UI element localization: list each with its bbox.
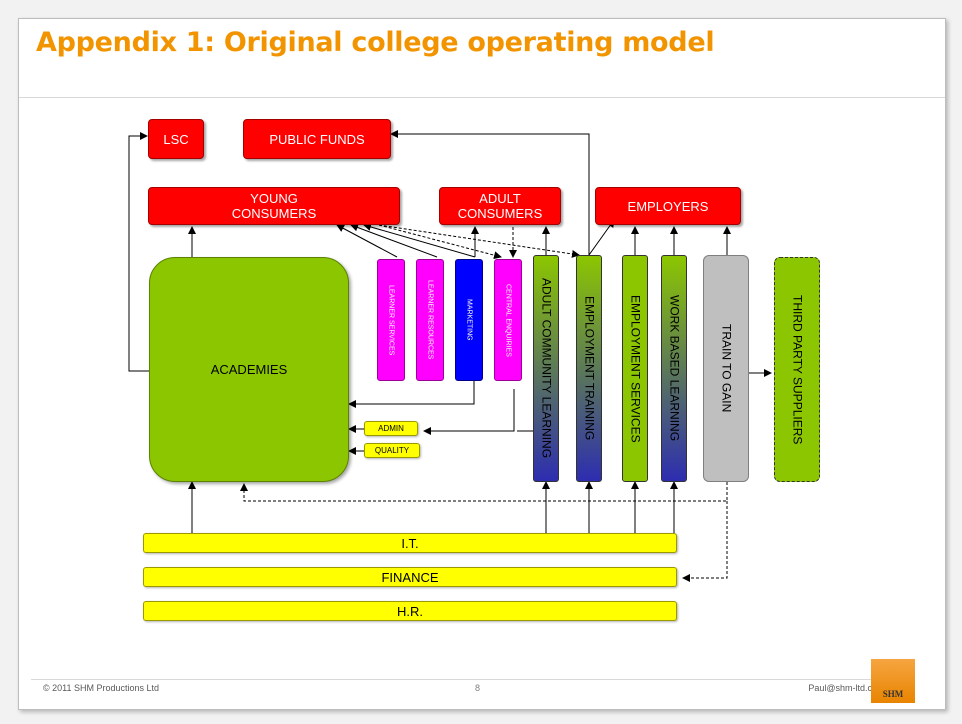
et-to-employers-connector: [588, 219, 615, 256]
marketing-box: MARKETING: [455, 259, 483, 381]
slide-frame: Appendix 1: Original college operating m…: [18, 18, 946, 710]
train-to-gain-label: TRAIN TO GAIN: [719, 324, 734, 413]
ttg-to-academies-dashed-connector: [240, 482, 728, 502]
marketing-to-young-consumers-connector: [363, 223, 476, 258]
academies-to-lsc-connector: [128, 132, 149, 372]
employers-box: EMPLOYERS: [595, 187, 741, 225]
central-enquiries-label: CENTRAL ENQUIRIES: [504, 283, 512, 357]
footer-page-number: 8: [475, 683, 481, 693]
central-enquiries-box: CENTRAL ENQUIRIES: [494, 259, 522, 381]
work-based-learning-label: WORK BASED LEARNING: [667, 295, 682, 442]
footer-copyright: © 2011 SHM Productions Ltd: [43, 683, 160, 693]
learner-services-box: LEARNER SERVICES: [377, 259, 405, 381]
slide-title: Appendix 1: Original college operating m…: [36, 27, 715, 58]
hr-bar: H.R.: [143, 601, 677, 621]
ttg-to-finance-dashed-connector: [682, 501, 728, 582]
adult-community-learning-label: ADULT COMMUNITY LEARNING: [539, 278, 554, 459]
title-divider: [19, 97, 945, 98]
learner-services-label: LEARNER SERVICES: [387, 284, 395, 356]
train-to-gain-box: TRAIN TO GAIN: [703, 255, 749, 482]
academies-box: ACADEMIES: [149, 257, 349, 482]
finance-bar: FINANCE: [143, 567, 677, 587]
young-to-et-dashed-connector: [378, 224, 580, 258]
third-party-suppliers-box: THIRD PARTY SUPPLIERS: [774, 257, 820, 482]
learner-resources-to-young-consumers-connector: [350, 223, 438, 258]
footer-email: Paul@shm-ltd.co.uk: [808, 683, 889, 693]
adult-community-learning-box: ADULT COMMUNITY LEARNING: [533, 255, 559, 482]
enquiries-to-academies-connector: [423, 389, 515, 435]
adult-consumers-box: ADULT CONSUMERS: [439, 187, 561, 225]
marketing-to-academies-connector: [348, 381, 475, 408]
footer-divider: [31, 679, 871, 680]
learner-resources-label: LEARNER RESOURCES: [426, 280, 434, 360]
learner-services-to-young-consumers-connector: [336, 224, 398, 258]
work-based-learning-box: WORK BASED LEARNING: [661, 255, 687, 482]
employment-training-to-public-funds-connector: [390, 130, 590, 255]
young-to-enquiries-dashed-connector: [378, 224, 502, 260]
quality-box: QUALITY: [364, 443, 420, 458]
young-consumers-box: YOUNG CONSUMERS: [148, 187, 400, 225]
employment-training-label: EMPLOYMENT TRAINING: [582, 296, 597, 441]
learner-resources-box: LEARNER RESOURCES: [416, 259, 444, 381]
public-funds-box: PUBLIC FUNDS: [243, 119, 391, 159]
employment-training-box: EMPLOYMENT TRAINING: [576, 255, 602, 482]
admin-box: ADMIN: [364, 421, 418, 436]
shm-logo: SHM: [871, 659, 915, 703]
employment-services-label: EMPLOYMENT SERVICES: [628, 294, 643, 443]
third-party-suppliers-label: THIRD PARTY SUPPLIERS: [790, 294, 805, 445]
shm-logo-text: SHM: [882, 689, 904, 699]
it-bar: I.T.: [143, 533, 677, 553]
marketing-label: MARKETING: [465, 299, 473, 341]
diagram-connectors: [128, 130, 772, 582]
lsc-box: LSC: [148, 119, 204, 159]
employment-services-box: EMPLOYMENT SERVICES: [622, 255, 648, 482]
